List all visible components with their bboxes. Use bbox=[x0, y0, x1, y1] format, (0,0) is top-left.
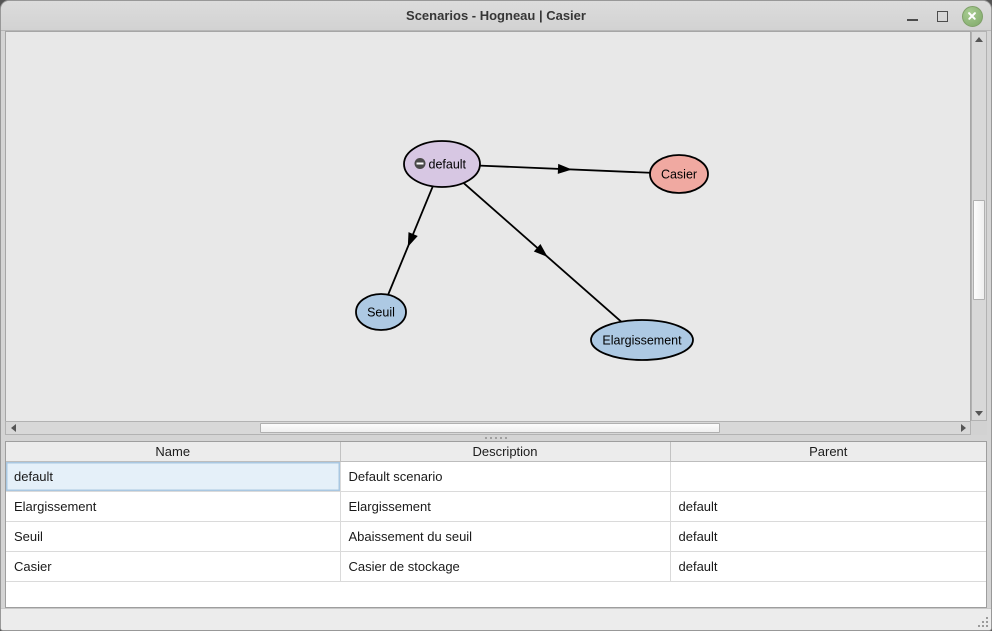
pane-splitter[interactable] bbox=[5, 435, 987, 441]
vertical-scroll-thumb[interactable] bbox=[973, 200, 985, 300]
cell-name[interactable]: default bbox=[6, 461, 341, 492]
scroll-left-button[interactable] bbox=[6, 422, 20, 434]
cell-parent[interactable]: default bbox=[670, 491, 986, 522]
column-header-parent[interactable]: Parent bbox=[670, 442, 986, 462]
node-label: Seuil bbox=[367, 306, 395, 320]
minimize-icon bbox=[906, 19, 918, 21]
scroll-up-icon bbox=[975, 36, 983, 42]
graph-node-Casier[interactable]: Casier bbox=[649, 154, 709, 194]
node-label: Elargissement bbox=[602, 334, 682, 348]
graph-node-default[interactable]: default bbox=[403, 140, 481, 188]
horizontal-scroll-thumb[interactable] bbox=[260, 423, 720, 433]
scroll-right-button[interactable] bbox=[956, 422, 970, 434]
vertical-scrollbar[interactable] bbox=[971, 31, 987, 421]
edge-arrow-icon bbox=[407, 232, 418, 248]
titlebar[interactable]: Scenarios - Hogneau | Casier bbox=[1, 1, 991, 31]
close-button[interactable] bbox=[959, 1, 985, 31]
minimize-button[interactable] bbox=[899, 1, 925, 31]
horizontal-scrollbar[interactable] bbox=[5, 421, 971, 435]
scroll-left-icon bbox=[10, 424, 16, 432]
cell-parent[interactable]: default bbox=[670, 521, 986, 552]
cell-name[interactable]: Elargissement bbox=[6, 491, 341, 522]
cell-parent[interactable]: default bbox=[670, 551, 986, 582]
resize-grip-icon[interactable] bbox=[975, 614, 988, 627]
scrollbar-corner bbox=[971, 421, 987, 435]
node-label: default bbox=[429, 158, 467, 172]
status-bar bbox=[1, 608, 991, 630]
cell-name[interactable]: Casier bbox=[6, 551, 341, 582]
cell-parent[interactable] bbox=[670, 461, 986, 492]
column-header-description[interactable]: Description bbox=[340, 442, 671, 462]
scroll-up-button[interactable] bbox=[972, 32, 986, 46]
column-header-name[interactable]: Name bbox=[6, 442, 341, 462]
cell-description[interactable]: Default scenario bbox=[340, 461, 671, 492]
maximize-icon bbox=[936, 10, 948, 22]
window-title: Scenarios - Hogneau | Casier bbox=[406, 8, 586, 23]
scroll-down-button[interactable] bbox=[972, 406, 986, 420]
maximize-button[interactable] bbox=[929, 1, 955, 31]
cell-name[interactable]: Seuil bbox=[6, 521, 341, 552]
edge-arrow-icon bbox=[533, 243, 548, 257]
graph-node-Elargissement[interactable]: Elargissement bbox=[590, 319, 694, 361]
graph-node-Seuil[interactable]: Seuil bbox=[355, 293, 407, 331]
cell-description[interactable]: Casier de stockage bbox=[340, 551, 671, 582]
scroll-right-icon bbox=[960, 424, 966, 432]
edge-arrow-icon bbox=[557, 163, 572, 174]
node-label: Casier bbox=[661, 168, 697, 182]
close-icon bbox=[961, 5, 983, 27]
scroll-down-icon bbox=[975, 410, 983, 416]
cell-description[interactable]: Abaissement du seuil bbox=[340, 521, 671, 552]
cell-description[interactable]: Elargissement bbox=[340, 491, 671, 522]
